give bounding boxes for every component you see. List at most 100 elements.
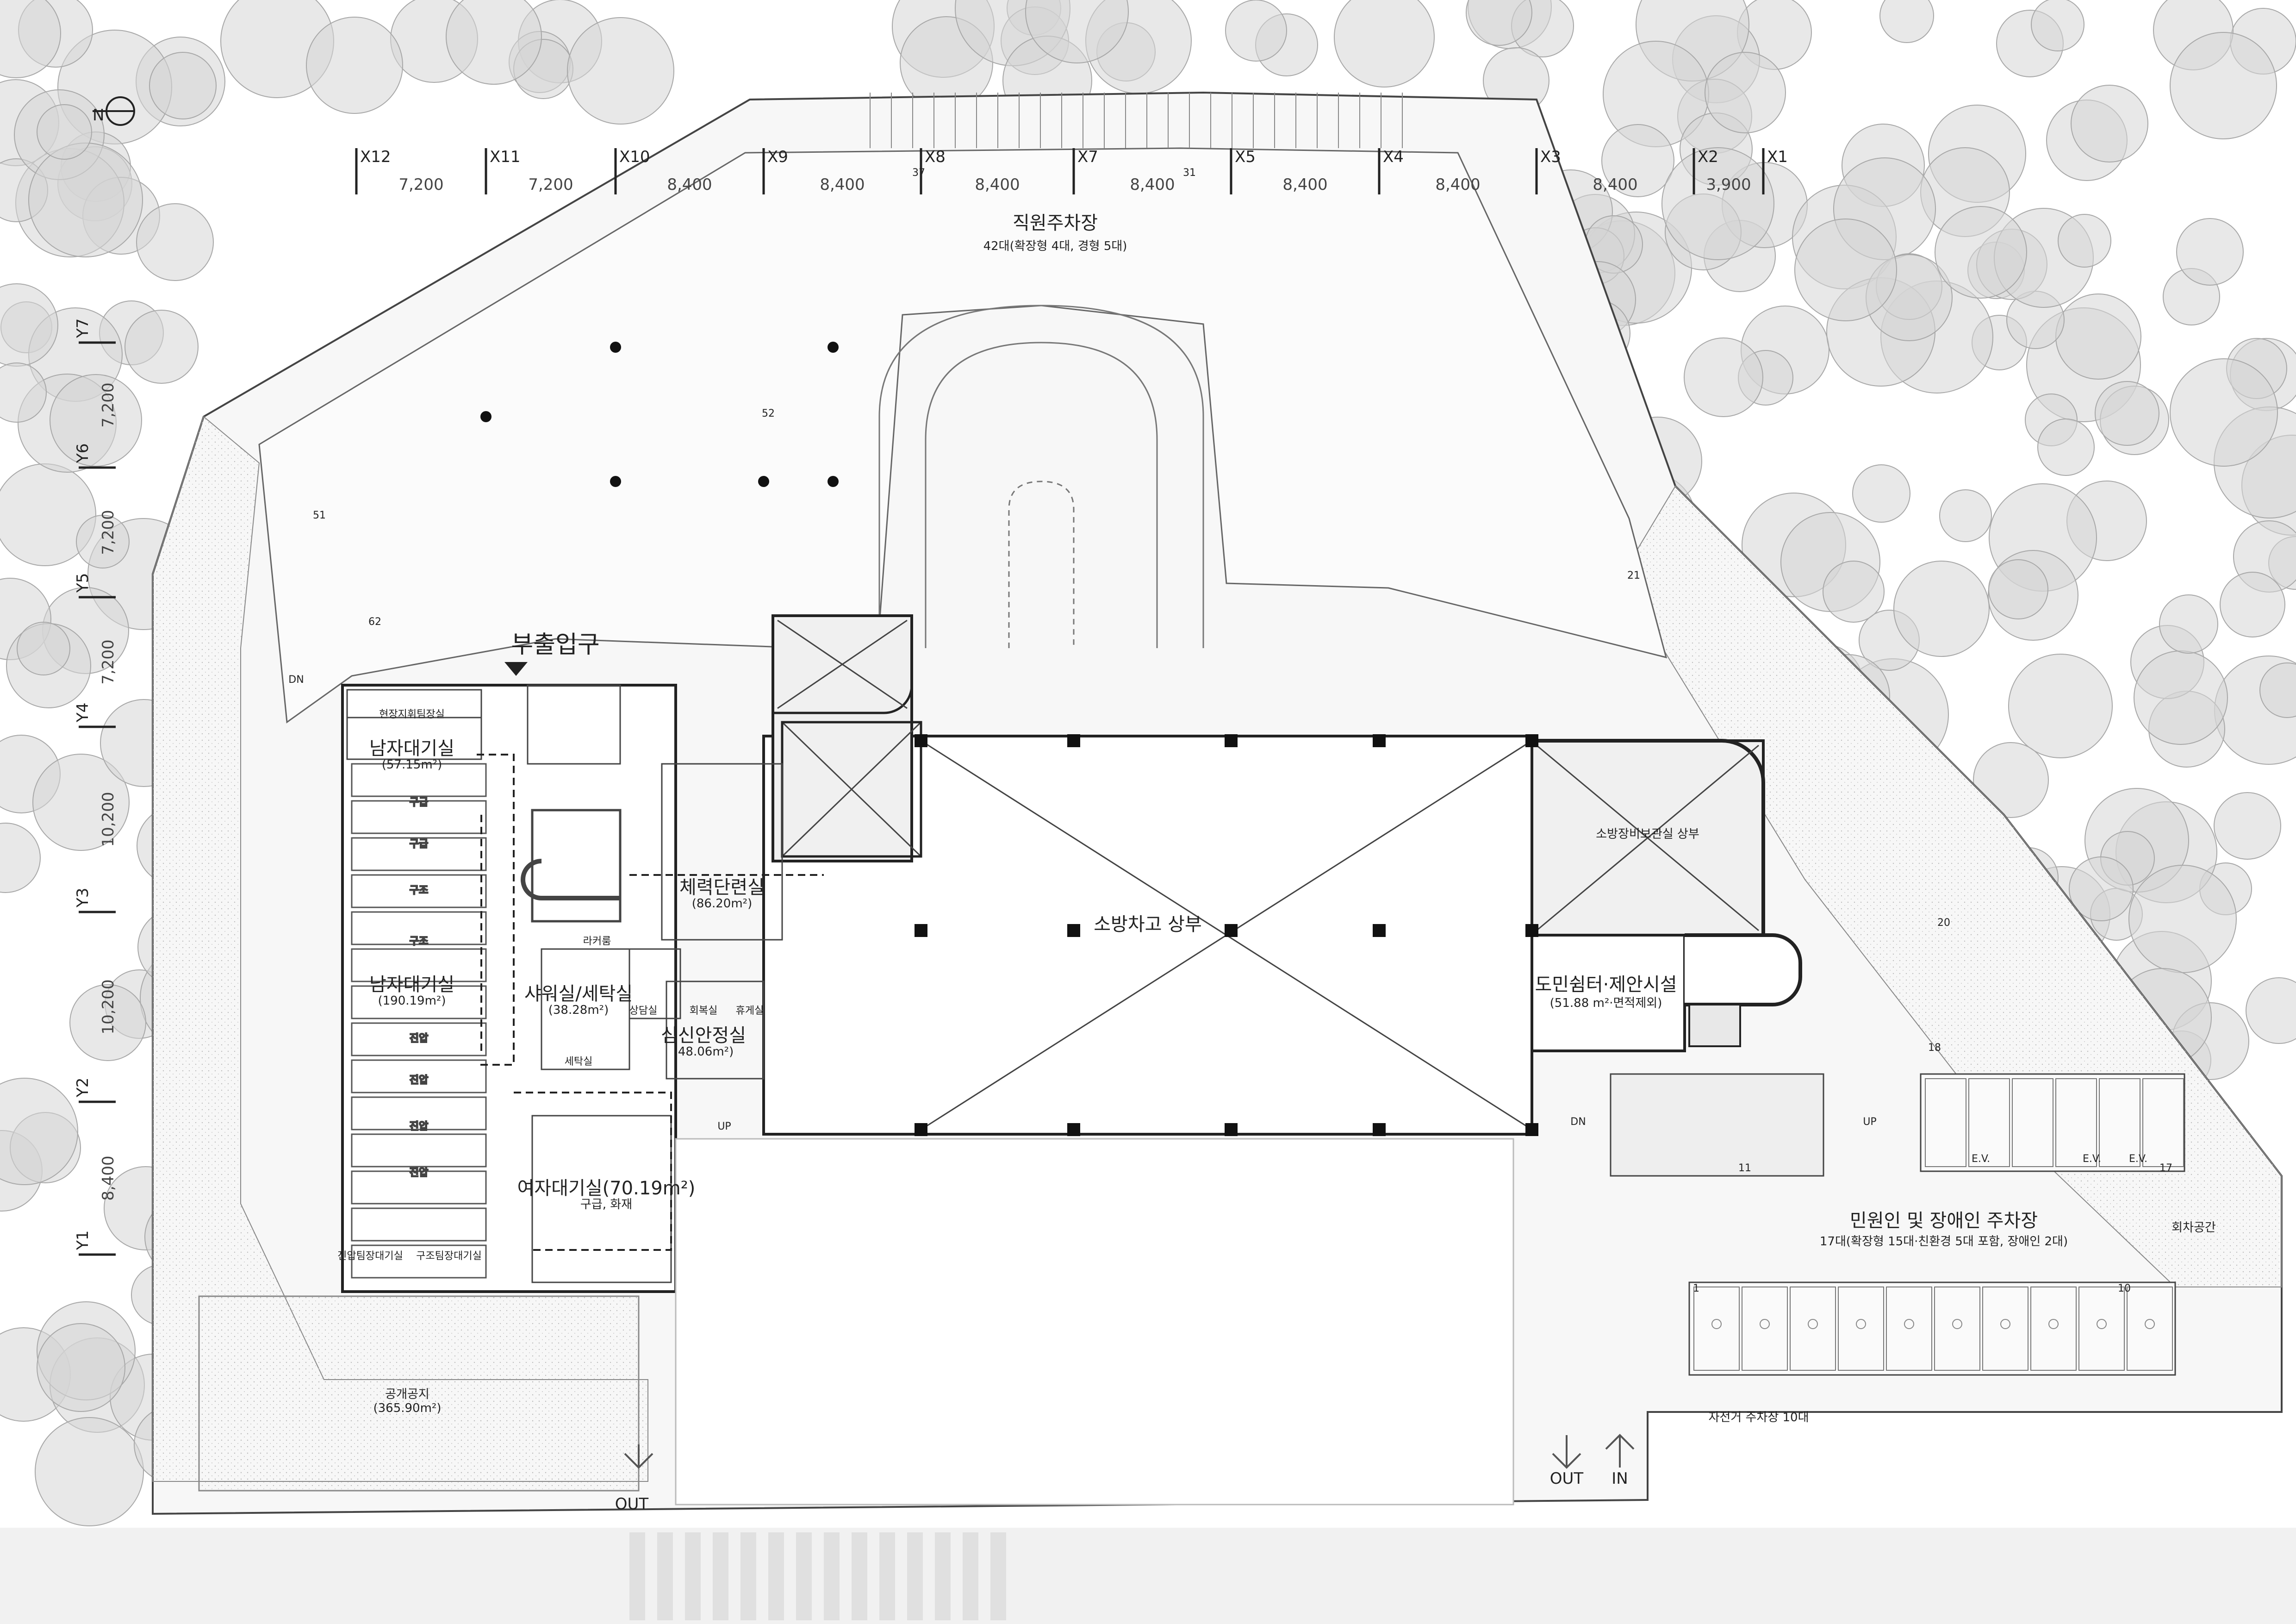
stall-marker-9 (2145, 1319, 2155, 1329)
ev-stall-5 (2142, 1078, 2184, 1167)
tree-197 (2220, 572, 2285, 637)
out-label-west: OUT (615, 1495, 649, 1513)
pump-room-label: 진압팀장대기실 (337, 1250, 403, 1262)
grid-spacing-y-2: 7,200 (99, 639, 118, 684)
grid-label-y-0: Y7 (74, 319, 92, 338)
tree-34 (2031, 0, 2084, 51)
grid-label-x-10: X1 (1767, 148, 1788, 166)
grid-spacing-y-0: 7,200 (99, 382, 118, 427)
bunk-label-0: 구급 (410, 797, 428, 808)
tree-24 (567, 17, 674, 125)
tree-73 (37, 1323, 125, 1412)
bunk-5 (351, 948, 487, 982)
bunk-label-5: 진압 (410, 1074, 428, 1086)
civil-parking-label: 민원인 및 장애인 주차장 (1850, 1210, 2038, 1231)
civil-parking-area (1610, 1073, 2185, 1376)
tree-81 (0, 823, 41, 893)
tree-95 (2055, 294, 2141, 380)
column-10 (1373, 924, 1386, 937)
crosswalk-stripe-11 (935, 1532, 951, 1620)
grid-spacing-y-4: 10,200 (99, 980, 118, 1035)
dn-label-1: DN (288, 674, 304, 686)
public-space-label: 공개공지 (385, 1387, 429, 1401)
tree-67 (76, 515, 130, 568)
stall-marker-7 (2048, 1319, 2059, 1329)
tree-12 (1225, 0, 1287, 62)
stall-num-31: 31 (1183, 167, 1196, 179)
column-2 (915, 1123, 927, 1136)
stall-marker-3 (1856, 1319, 1866, 1329)
ev-label-2: E.V. (2083, 1153, 2101, 1165)
room-labels: 직원주차장 42대(확장형 4대, 경형 5대) 부출입구 소방차고 상부 소방… (288, 167, 2216, 1424)
male-standby-1-area: (57.15m²) (382, 758, 442, 772)
crosswalk-stripe-2 (685, 1532, 701, 1620)
tree-134 (2071, 85, 2148, 162)
column-5 (1067, 1123, 1080, 1136)
grid-label-y-5: Y2 (74, 1078, 92, 1098)
shower-label: 샤워실/세탁실 (524, 983, 633, 1005)
stall-marker-1 (1760, 1319, 1770, 1329)
male-standby-2-label: 남자대기실 (369, 974, 454, 995)
column-13 (1525, 924, 1538, 937)
civil-stall-3 (1838, 1287, 1884, 1371)
crosswalk-stripe-12 (963, 1532, 978, 1620)
bunk-2 (351, 837, 487, 871)
stall-num-37: 37 (912, 167, 925, 179)
bunk-label-2: 구조 (410, 885, 428, 896)
north-arrow: N (93, 96, 135, 126)
bike-parking-label: 자전거 주차장 10대 (1708, 1411, 1809, 1424)
tree-172 (2008, 654, 2113, 758)
column-18 (610, 476, 621, 487)
female-standby-sub: 구급, 화재 (580, 1198, 632, 1212)
grid-spacing-y-3: 10,200 (99, 792, 118, 847)
ev-stall-1 (1968, 1078, 2010, 1167)
tree-180 (1893, 561, 1990, 657)
stall-marker-6 (2000, 1319, 2010, 1329)
stall-num-11: 11 (1738, 1162, 1751, 1174)
team-room-label: 현장지휘팀장실 (379, 709, 445, 720)
grid-label-x-6: X5 (1235, 148, 1256, 166)
crosswalk-stripe-0 (629, 1532, 645, 1620)
stall-marker-4 (1904, 1319, 1914, 1329)
garage-columns (480, 342, 1538, 1136)
laundry-label: 세탁실 (565, 1056, 593, 1068)
tree-33 (1025, 0, 1129, 63)
grid-label-y-2: Y5 (74, 573, 92, 593)
tree-80 (0, 1078, 78, 1185)
stall-marker-2 (1808, 1319, 1818, 1329)
tree-135 (1705, 52, 1786, 133)
column-9 (1373, 734, 1386, 747)
civil-stall-0 (1693, 1287, 1740, 1371)
tree-28 (446, 0, 542, 85)
grid-label-x-1: X11 (490, 148, 521, 166)
psych-area: (48.06m²) (673, 1045, 734, 1059)
tree-189 (2128, 865, 2237, 973)
grid-label-x-0: X12 (360, 148, 391, 166)
tree-196 (2134, 650, 2228, 745)
bunk-label-4: 진압 (410, 1033, 428, 1044)
fitness-label: 체력단련실 (679, 877, 765, 898)
apron-area (675, 1138, 1514, 1505)
grid-label-y-6: Y1 (74, 1230, 92, 1250)
tree-37 (1879, 0, 1934, 43)
tree-145 (1935, 206, 2027, 299)
grid-spacing-x-1: 7,200 (528, 175, 573, 194)
tree-16 (1334, 0, 1435, 87)
civil-stall-5 (1934, 1287, 1980, 1371)
grid-spacing-x-9: 3,900 (1706, 175, 1751, 194)
bunk-11 (351, 1170, 487, 1205)
column-17 (480, 411, 492, 422)
bunk-7 (351, 1022, 487, 1056)
male-standby-2-area: (190.19m²) (378, 994, 446, 1008)
stall-num-17: 17 (2159, 1162, 2172, 1174)
locker-label: 라커룸 (583, 936, 611, 947)
equipment-room-label: 소방장비보관실 상부 (1596, 827, 1699, 841)
staff-parking-sub: 42대(확장형 4대, 경형 5대) (983, 239, 1127, 253)
stall-num-51: 51 (313, 510, 326, 521)
grid-label-x-4: X8 (925, 148, 946, 166)
civil-stall-6 (1982, 1287, 2028, 1371)
tree-79 (17, 622, 70, 675)
tree-72 (124, 310, 199, 384)
bunk-6 (351, 985, 487, 1019)
column-4 (1067, 924, 1080, 937)
